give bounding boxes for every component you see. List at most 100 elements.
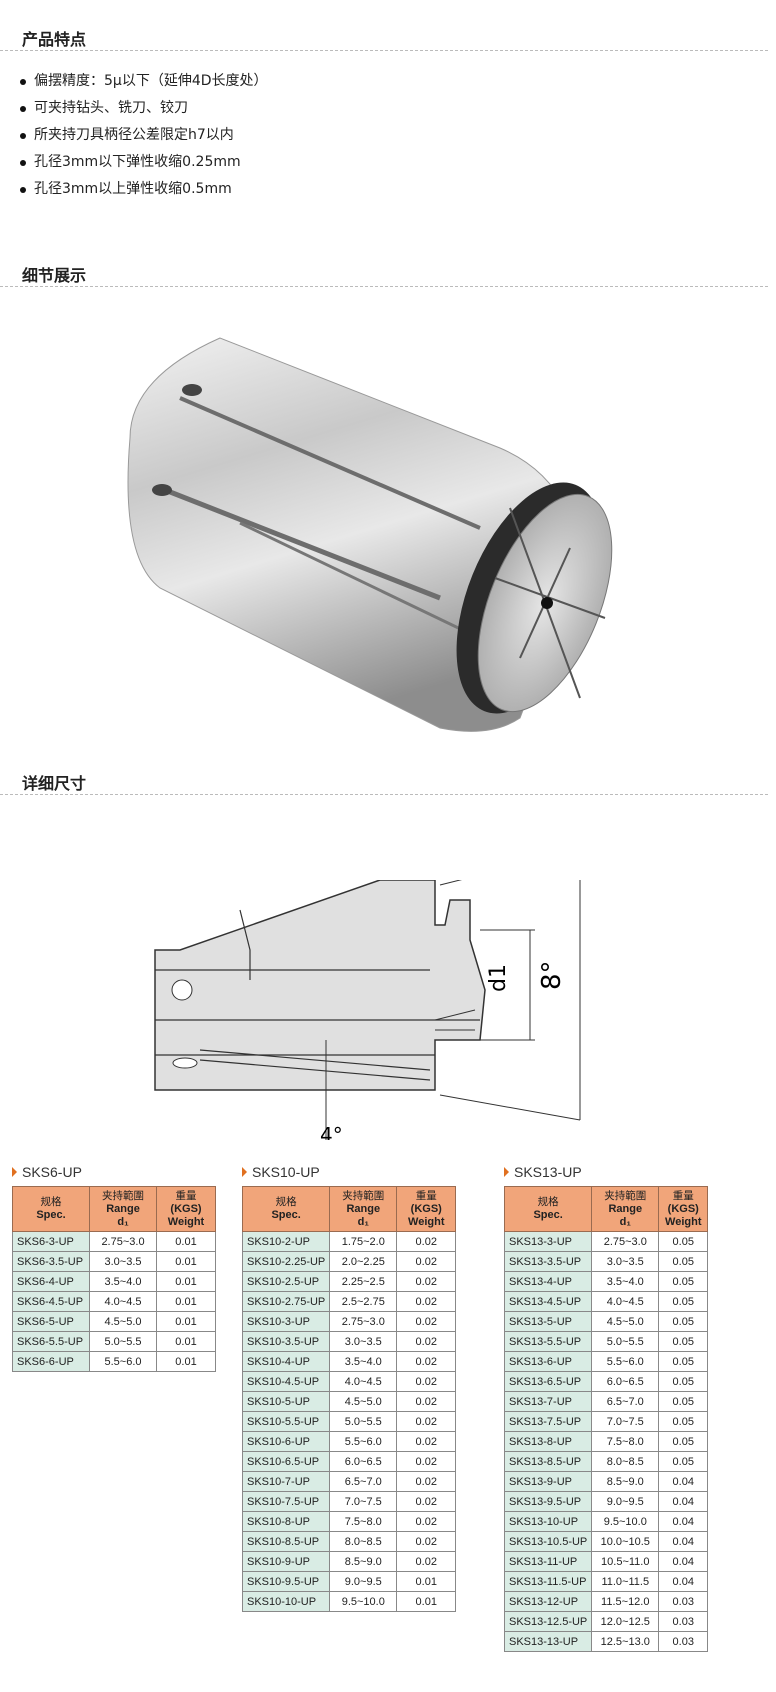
cell-range: 11.0~11.5 [591, 1571, 660, 1592]
cell-spec: SKS13-11.5-UP [503, 1571, 593, 1592]
cell-range: 12.5~13.0 [591, 1631, 660, 1652]
cell-spec: SKS10-10-UP [241, 1591, 331, 1612]
table-title: SKS10-UP [242, 1162, 456, 1182]
cell-range: 5.0~5.5 [89, 1331, 157, 1352]
cell-weight: 0.05 [658, 1431, 709, 1452]
cell-spec: SKS10-2-UP [241, 1231, 331, 1252]
header-weight: 重量(KGS)Weight [658, 1186, 709, 1232]
cell-spec: SKS13-9-UP [503, 1471, 593, 1492]
cell-weight: 0.01 [156, 1311, 216, 1332]
cell-range: 5.0~5.5 [591, 1331, 660, 1352]
cell-spec: SKS10-5.5-UP [241, 1411, 331, 1432]
label-angle-4: 4° [320, 1123, 343, 1140]
feature-list: 偏摆精度：5μ以下（延伸4D长度处） 可夹持钻头、铣刀、铰刀 所夹持刀具柄径公差… [20, 68, 268, 203]
section-dimension-header: 详细尺寸 [0, 764, 768, 795]
cell-range: 8.0~8.5 [591, 1451, 660, 1472]
section-features-header: 产品特点 [0, 20, 768, 51]
cell-range: 2.25~2.5 [329, 1271, 398, 1292]
cell-spec: SKS10-7-UP [241, 1471, 331, 1492]
cell-spec: SKS13-5-UP [503, 1311, 593, 1332]
cell-weight: 0.05 [658, 1311, 709, 1332]
cell-spec: SKS13-12-UP [503, 1591, 593, 1612]
cell-spec: SKS6-5.5-UP [12, 1331, 90, 1352]
cell-weight: 0.02 [396, 1251, 457, 1272]
cell-weight: 0.05 [658, 1371, 709, 1392]
list-item: 孔径3mm以上弹性收缩0.5mm [20, 176, 268, 203]
table-title: SKS13-UP [504, 1162, 708, 1182]
cell-spec: SKS10-4-UP [241, 1351, 331, 1372]
cell-weight: 0.04 [658, 1491, 709, 1512]
cell-spec: SKS13-9.5-UP [503, 1491, 593, 1512]
cell-range: 7.5~8.0 [591, 1431, 660, 1452]
technical-drawing: d1 8° 4° [150, 849, 650, 1170]
cell-weight: 0.02 [396, 1551, 457, 1572]
cell-weight: 0.03 [658, 1591, 709, 1612]
cell-range: 4.5~5.0 [329, 1391, 398, 1412]
cell-range: 12.0~12.5 [591, 1611, 660, 1632]
cell-weight: 0.02 [396, 1231, 457, 1252]
cell-spec: SKS10-6-UP [241, 1431, 331, 1452]
cell-spec: SKS10-6.5-UP [241, 1451, 331, 1472]
cell-weight: 0.05 [658, 1351, 709, 1372]
cell-weight: 0.05 [658, 1411, 709, 1432]
list-item: 可夹持钻头、铣刀、铰刀 [20, 95, 268, 122]
cell-weight: 0.02 [396, 1431, 457, 1452]
cell-spec: SKS10-2.25-UP [241, 1251, 331, 1272]
cell-spec: SKS13-4-UP [503, 1271, 593, 1292]
cell-range: 3.5~4.0 [591, 1271, 660, 1292]
cell-weight: 0.04 [658, 1531, 709, 1552]
cell-range: 4.0~4.5 [89, 1291, 157, 1312]
label-d1: d1 [486, 964, 511, 992]
header-weight: 重量(KGS)Weight [156, 1186, 216, 1232]
cell-weight: 0.02 [396, 1471, 457, 1492]
cell-range: 5.5~6.0 [89, 1351, 157, 1372]
cell-range: 5.0~5.5 [329, 1411, 398, 1432]
cell-range: 3.0~3.5 [89, 1251, 157, 1272]
cell-range: 2.75~3.0 [89, 1231, 157, 1252]
cell-range: 6.5~7.0 [329, 1471, 398, 1492]
cell-spec: SKS13-12.5-UP [503, 1611, 593, 1632]
section-title-dimension: 详细尺寸 [22, 774, 87, 793]
cell-range: 3.5~4.0 [89, 1271, 157, 1292]
cell-range: 10.5~11.0 [591, 1551, 660, 1572]
cell-spec: SKS13-10-UP [503, 1511, 593, 1532]
cell-range: 3.5~4.0 [329, 1351, 398, 1372]
cell-spec: SKS6-5-UP [12, 1311, 90, 1332]
cell-weight: 0.02 [396, 1491, 457, 1512]
cell-spec: SKS13-8-UP [503, 1431, 593, 1452]
cell-spec: SKS10-9.5-UP [241, 1571, 331, 1592]
cell-range: 7.0~7.5 [591, 1411, 660, 1432]
cell-range: 9.0~9.5 [329, 1571, 398, 1592]
cell-weight: 0.01 [396, 1571, 457, 1592]
cell-weight: 0.02 [396, 1531, 457, 1552]
cell-spec: SKS13-7.5-UP [503, 1411, 593, 1432]
cell-spec: SKS13-7-UP [503, 1391, 593, 1412]
cell-range: 5.5~6.0 [329, 1431, 398, 1452]
cell-weight: 0.04 [658, 1571, 709, 1592]
